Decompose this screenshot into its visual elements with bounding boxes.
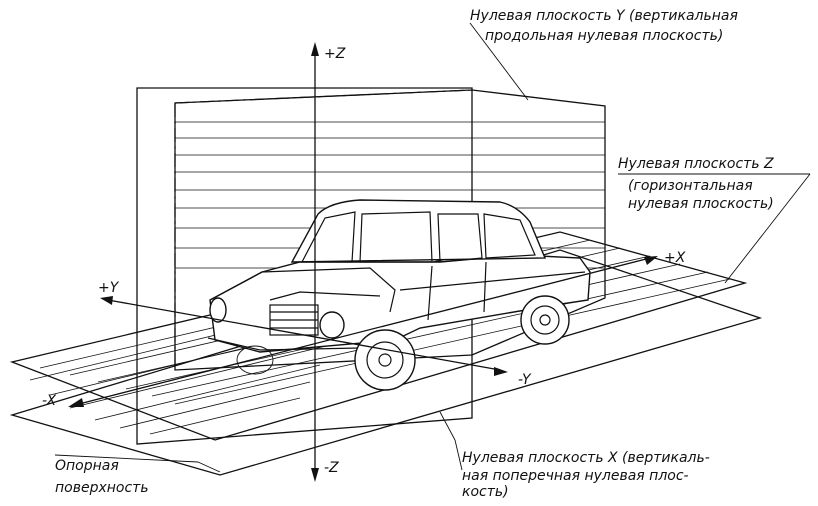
z-plus-label: +Z xyxy=(324,46,346,62)
y-plus-arrow xyxy=(100,296,113,305)
support-label-line2: поверхность xyxy=(55,480,149,496)
plane-x-label-line2: ная поперечная нулевая плос- xyxy=(462,468,689,484)
support-label-line1: Опорная xyxy=(55,458,119,474)
y-minus-label: -Y xyxy=(518,372,532,388)
plane-x-label-line3: кость) xyxy=(462,484,509,500)
x-minus-label: -X xyxy=(42,393,57,409)
car-outline xyxy=(207,199,591,391)
z-minus-label: -Z xyxy=(324,460,339,476)
plane-x-label-line1: Нулевая плоскость X (вертикаль- xyxy=(462,450,710,466)
z-plus-arrow xyxy=(311,42,319,56)
y-plus-label: +Y xyxy=(98,280,120,296)
plane-y-label-line2: продольная нулевая плоскость) xyxy=(485,28,723,44)
x-plus-arrow xyxy=(644,256,658,265)
plane-z-label-line2: (горизонтальная xyxy=(628,178,753,194)
plane-z-label-line3: нулевая плоскость) xyxy=(628,196,774,212)
axes xyxy=(68,42,658,482)
plane-z-label-line1: Нулевая плоскость Z xyxy=(618,156,774,172)
leader-lines xyxy=(54,22,811,473)
x-minus-arrow xyxy=(68,398,84,407)
plane-x xyxy=(136,87,473,445)
x-plus-label: +X xyxy=(664,250,686,266)
z-minus-arrow xyxy=(311,468,319,482)
plane-y-label-line1: Нулевая плоскость Y (вертикальная xyxy=(470,8,738,24)
y-minus-arrow xyxy=(494,367,508,376)
